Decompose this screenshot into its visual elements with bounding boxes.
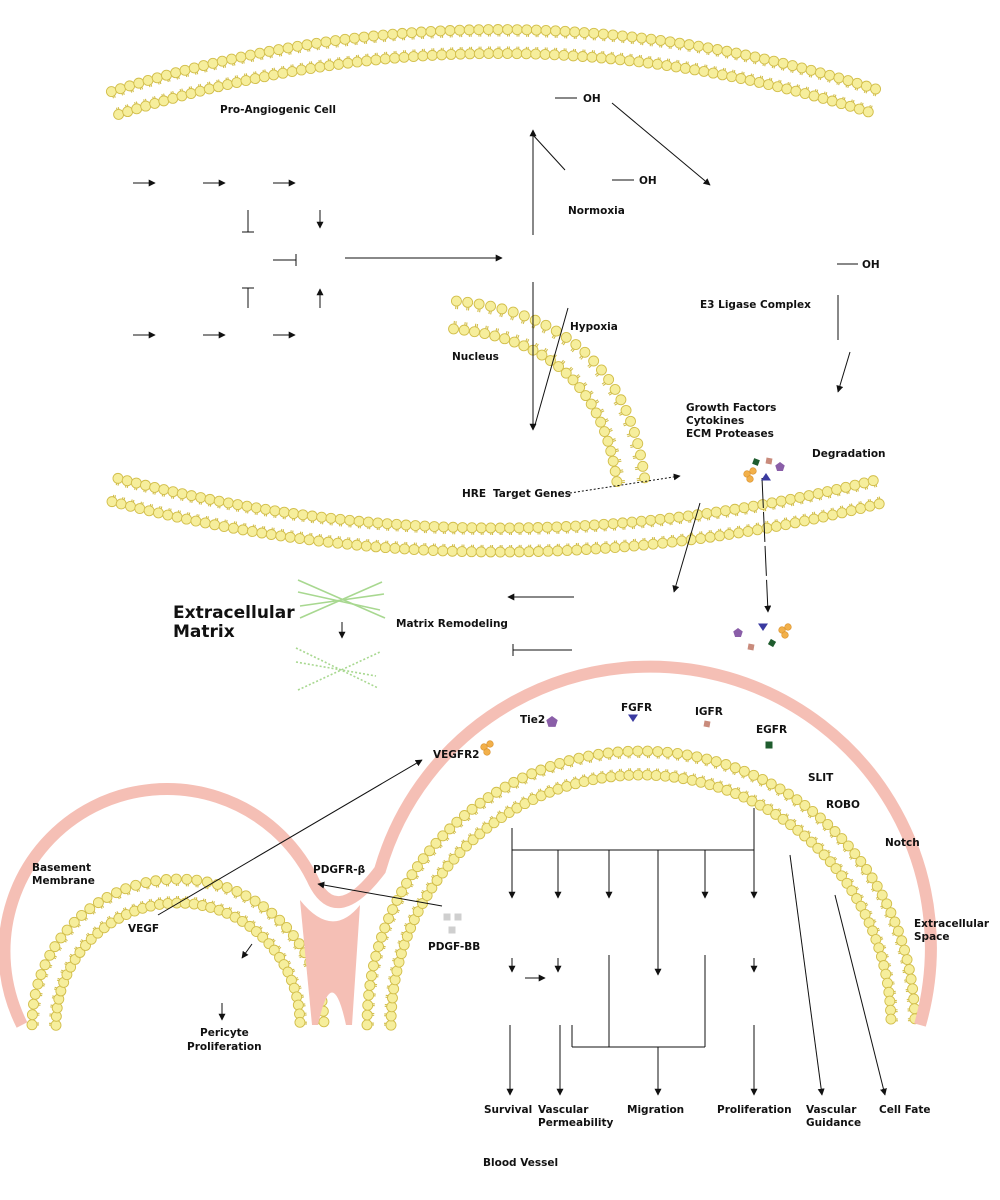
vessel-membrane-small [26,873,330,1031]
ecm-fibers-degraded [295,647,381,691]
extracellular-space-line1: Extracellular [914,918,990,930]
growth-factors-label: Growth Factors [686,402,776,414]
vegf-released-icon [778,623,792,639]
pdgf-bb-icon-2 [454,913,462,921]
oh-label-2: OH [639,175,657,187]
ecm-fibers-intact [297,579,386,619]
igfr-ligand-icon [765,457,773,465]
hypoxia-label: Hypoxia [570,321,618,333]
slit-label: SLIT [808,772,834,784]
ecm-title-line2: Matrix [173,622,235,642]
vascular-permeability-line1: Vascular [538,1104,589,1116]
ecm-title-line1: Extracellular [173,603,295,623]
survival-label: Survival [484,1104,532,1116]
vegfr2-ligand-icon [480,740,494,756]
pericyte-line2: Proliferation [187,1041,262,1053]
fgfr-label: FGFR [621,702,652,714]
pdgf-bb-icon-3 [448,926,456,934]
vessel-membrane-large [361,745,921,1031]
tie2-label: Tie2 [520,714,545,726]
tie2-receptor-icon [546,716,558,727]
fgfr-released-icon [758,623,768,631]
oh-label-1: OH [583,93,601,105]
basement-membrane-line1: Basement [32,862,91,874]
tie2-released-icon [733,628,743,638]
igfr-released-icon [747,643,755,651]
basement-membrane-line2: Membrane [32,875,95,887]
tie2-ligand-icon [775,462,785,472]
vascular-guidance-line2: Guidance [806,1117,861,1129]
oh-label-3: OH [862,259,880,271]
matrix-remodeling-label: Matrix Remodeling [396,618,508,630]
degradation-label: Degradation [812,448,886,460]
vegf-label: VEGF [128,923,159,935]
egfr-label: EGFR [756,724,787,736]
egfr-released-icon [767,638,777,648]
target-genes-label: Target Genes [493,488,571,500]
cell-membrane-bottom [106,472,885,558]
basement-membrane-band [0,660,937,1028]
nucleus-membrane [448,295,651,488]
igfr-receptor-icon [703,720,711,728]
ecm-proteases-label: ECM Proteases [686,428,774,440]
egfr-ligand-icon [752,458,760,466]
notch-label: Notch [885,837,920,849]
vascular-permeability-line2: Permeability [538,1117,613,1129]
vegf-ligand-icon [743,467,757,483]
normoxia-label: Normoxia [568,205,625,217]
pro-angiogenic-cell-label: Pro-Angiogenic Cell [220,104,336,116]
cell-membrane-top [105,24,882,120]
nucleus-label: Nucleus [452,351,499,363]
pericyte-line1: Pericyte [200,1027,249,1039]
pdgf-bb-icon-1 [443,913,451,921]
egfr-receptor-icon [765,741,773,749]
hre-label: HRE [462,488,486,500]
extracellular-space-line2: Space [914,931,950,943]
pdgf-bb-label: PDGF-BB [428,941,480,953]
robo-label: ROBO [826,799,860,811]
vegfr2-label: VEGFR2 [433,749,479,761]
fgfr-receptor-icon [628,714,638,722]
fgfr-ligand-icon [761,473,771,481]
proliferation-label: Proliferation [717,1104,792,1116]
basement-membrane-junction [300,900,360,1025]
pdgfr-b-label: PDGFR-β [313,864,366,876]
migration-label: Migration [627,1104,684,1116]
vascular-guidance-line1: Vascular [806,1104,857,1116]
e3-ligase-label: E3 Ligase Complex [700,299,811,311]
igfr-label: IGFR [695,706,723,718]
cell-fate-label: Cell Fate [879,1104,930,1116]
cytokines-label: Cytokines [686,415,744,427]
blood-vessel-label: Blood Vessel [483,1157,558,1169]
